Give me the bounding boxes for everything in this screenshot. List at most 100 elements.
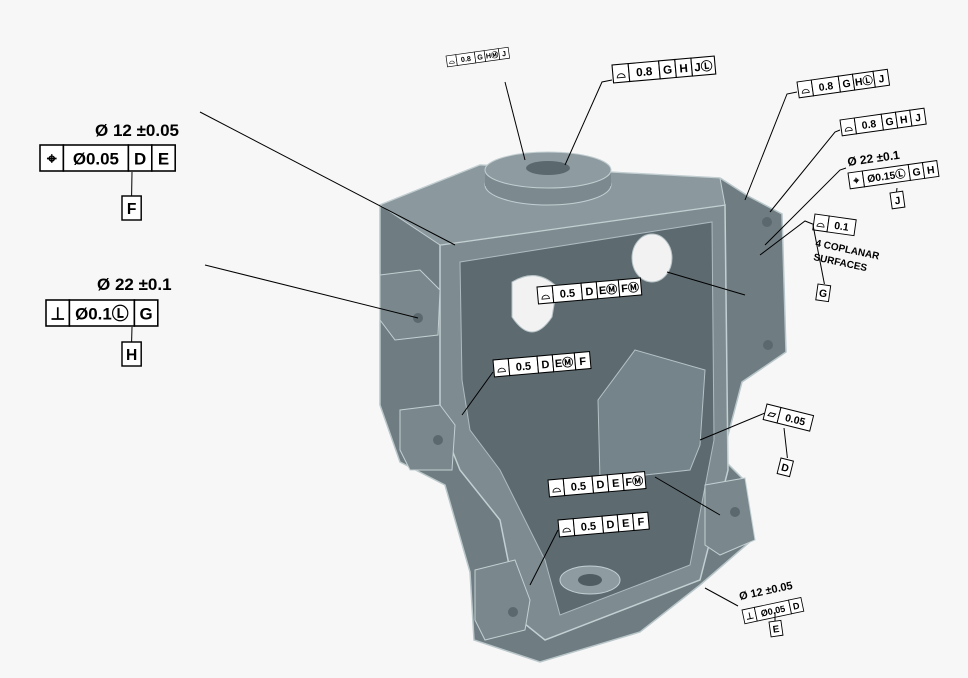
fcf-cell-text: Ø0.1Ⓛ [75,304,129,324]
fcf-cell-text: 0.8 [460,55,471,64]
fcf-cell-text: JⓁ [694,59,714,75]
gdt-symbol-icon: ⌓ [497,363,507,376]
fcf-cell-text: FⓂ [621,280,640,295]
gdt-symbol-icon: ⌓ [616,67,627,81]
datum-feature-r5[interactable]: D [776,457,795,478]
fcf-cell-text: HⓂ [485,50,499,61]
fcf-cell-text: D [596,479,605,492]
fcf-cell [62,144,130,172]
fcf-cell-text: D [134,150,146,169]
feature-control-frame-ml[interactable]: ⊥ Ø0.1Ⓛ G [45,299,159,327]
right-lug [704,477,756,556]
feature-control-frame-r5[interactable]: ▱ 0.05 [762,403,815,432]
fcf-cell-text: G [885,117,895,129]
fcf-cell-text: H [899,115,908,127]
fcf-cell-text: FⓂ [625,473,644,488]
gdt-symbol-icon: ⌓ [801,84,811,96]
fcf-cell-text: 0.8 [636,65,654,79]
fcf-cell-text: 0.8 [861,119,877,132]
fcf-cell [151,144,176,172]
datum-feature-r4[interactable]: G [815,283,832,303]
fcf-cell-text: E [612,478,620,491]
fcf-cell [621,471,647,491]
gdt-symbol-icon: ▱ [766,408,778,421]
fcf-cell-text: EⓂ [554,355,574,371]
gdt-symbol-icon: ⊥ [50,305,65,324]
fcf-cell-text: J [915,113,922,125]
datum-label: E [772,624,780,636]
fcf-cell-text: G [477,53,484,62]
fcf-cell [133,299,159,327]
fcf-cell [497,46,510,60]
dimension-text: Ø 12 ±0.05 [95,121,179,140]
fcf-cell-text: 0.5 [559,287,575,300]
datum-label: F [127,201,137,218]
dimension-text: Ø 22 ±0.1 [846,148,900,169]
fcf-cell-text: 0.5 [515,360,531,373]
fcf-cell-text: G [842,79,852,91]
fcf-cell [631,511,650,531]
fcf-cell-text: D [541,359,550,372]
dimension-text: Ø 22 ±0.1 [97,275,172,294]
gdt-symbol-icon: ⌖ [852,176,860,188]
fcf-cell-text: D [585,286,594,299]
datum-feature-ml[interactable]: H [121,341,142,367]
fcf-cell-text: H [679,62,689,76]
gdt-symbol-icon: ⊥ [745,610,755,621]
fcf-cell [573,351,592,371]
fcf-cell [776,406,815,432]
fcf-cell-text: J [878,74,885,86]
datum-feature-tl[interactable]: F [121,195,142,221]
fcf-cell-text: F [637,516,645,529]
fcf-cell-text: H [926,165,935,177]
datum-label: D [780,463,790,476]
fcf-cell [909,107,927,127]
fcf-cell [921,159,940,179]
datum-label: J [894,196,901,208]
fcf-cell-text: E [158,150,169,169]
feature-control-frame-r4[interactable]: ⌓ 0.1 [812,213,857,237]
datum-feature-r3[interactable]: J [889,190,906,210]
gdt-symbol-icon: ⌓ [448,57,455,66]
fcf-cell-text: G [140,305,153,324]
fcf-cell [690,55,717,77]
gdt-symbol-icon: ⌓ [552,483,562,496]
fcf-cell-text: HⓁ [854,73,874,88]
datum-label: H [126,347,137,364]
fcf-cell-text: 0.1 [833,221,849,234]
fcf-cell-text: 0.05 [784,413,806,429]
fcf-cell [788,596,805,615]
cavity-opening-right [631,233,673,283]
datum-feature-r6[interactable]: E [768,619,784,638]
fcf-cell-text: D [792,600,801,611]
dimension-text: Ø 12 ±0.05 [738,580,794,603]
gdt-symbol-icon: ⌓ [541,290,551,303]
housing-part-model[interactable] [378,151,787,663]
fcf-cell-text: EⓂ [598,282,618,298]
fcf-cell [617,277,643,298]
fcf-cell [826,215,857,237]
fcf-cell-text: 0.8 [818,81,834,94]
bottom-left-lug [474,559,531,641]
datum-label: G [818,288,828,300]
leader-lines [199,79,847,607]
gdt-symbol-icon: ⌓ [816,218,826,230]
fcf-cell-text: 0.5 [570,480,586,493]
fcf-cell-text: 0.5 [580,520,596,533]
left-lug-upper [379,269,441,341]
fcf-cell [872,68,891,88]
